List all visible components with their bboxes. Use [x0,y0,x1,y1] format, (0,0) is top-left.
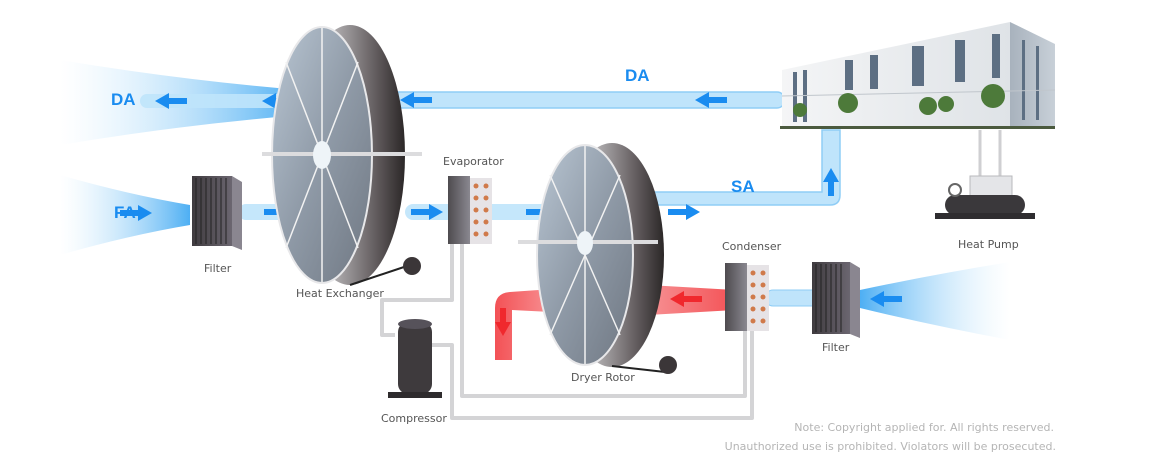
flow-label-da-left: DA [111,90,136,109]
flow-label-da-top: DA [625,66,650,85]
da-exhaust-flow [60,60,300,145]
arrow-left-icon [155,93,187,109]
regeneration-intake-flow [764,262,1010,340]
filter-left [192,176,242,250]
arrow-left-icon [400,92,432,108]
arrow-right-icon [668,204,700,220]
label-heat-pump: Heat Pump [958,238,1019,251]
refrigerant-pipes [380,243,754,420]
evaporator-coil [448,176,492,244]
arrow-left-icon [870,291,902,307]
label-filter-right: Filter [822,341,850,354]
compressor [388,319,442,398]
flow-label-fa: FA [114,203,136,222]
heat-exchanger-wheel [262,25,422,286]
heat-pump [935,175,1035,219]
label-dryer-rotor: Dryer Rotor [571,371,635,384]
arrow-up-icon [823,168,839,196]
da-return-duct [384,91,786,109]
copyright-note-line1: Note: Copyright applied for. All rights … [794,421,1054,434]
label-condenser: Condenser [722,240,782,253]
arrow-right-icon [120,205,152,221]
arrow-left-icon [670,291,702,307]
flow-label-sa: SA [731,177,755,196]
label-heat-exchanger: Heat Exchanger [296,287,384,300]
condenser-coil [725,263,769,331]
label-evaporator: Evaporator [443,155,504,168]
label-compressor: Compressor [381,412,447,425]
fa-intake-flow [60,175,298,255]
arrow-left-icon [695,92,727,108]
dryer-rotor-wheel [518,143,677,374]
label-filter-left: Filter [204,262,232,275]
arrow-down-icon [495,308,511,336]
arrow-right-icon [411,204,443,220]
copyright-note-line2: Unauthorized use is prohibited. Violator… [724,440,1056,453]
building [780,22,1056,178]
filter-right [812,262,860,338]
